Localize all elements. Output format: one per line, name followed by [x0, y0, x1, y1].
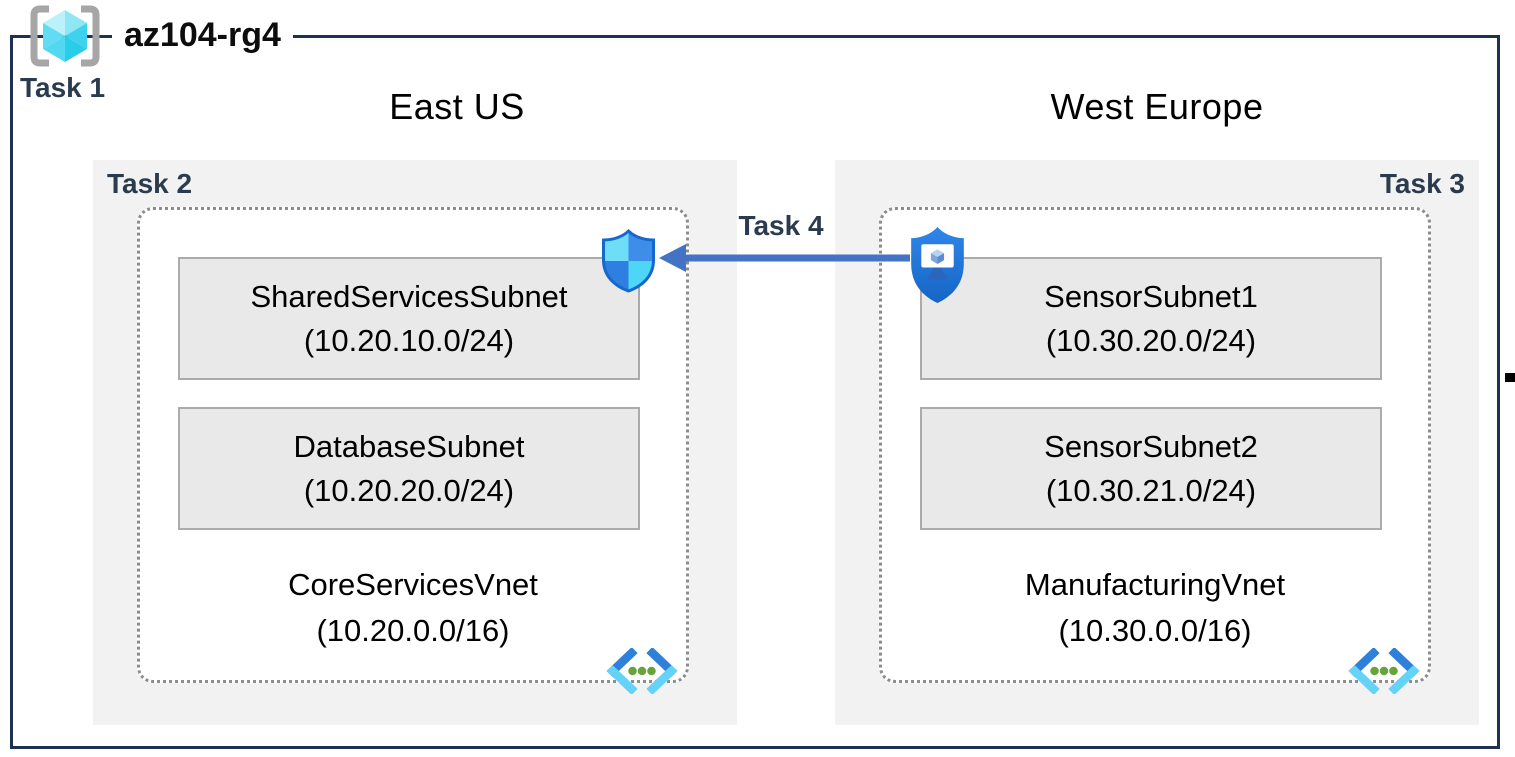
vnet-manufacturing: SensorSubnet1 (10.30.20.0/24) SensorSubn…: [879, 207, 1431, 694]
vnet-label: CoreServicesVnet (10.20.0.0/16): [140, 562, 686, 654]
task-1-label: Task 1: [20, 72, 106, 103]
vnet-cidr: (10.20.0.0/16): [316, 613, 510, 648]
subnet-cidr: (10.30.20.0/24): [1045, 322, 1257, 358]
vnet-cidr: (10.30.0.0/16): [1058, 613, 1252, 648]
region-title-east-us: East US: [389, 86, 525, 127]
shield-monitor-cube-icon: [911, 227, 964, 303]
vnet-label: ManufacturingVnet (10.30.0.0/16): [882, 562, 1428, 654]
task-3-label: Task 3: [1379, 168, 1465, 199]
subnet-cidr: (10.30.21.0/24): [1045, 472, 1257, 508]
subnet-name: SharedServicesSubnet: [250, 278, 568, 314]
region-title-west-europe: West Europe: [1050, 86, 1264, 127]
subnet-name: SensorSubnet2: [1044, 428, 1258, 464]
subnet-cidr: (10.20.10.0/24): [303, 322, 515, 358]
vnet-name: ManufacturingVnet: [1024, 567, 1286, 602]
peering-arrow-icon: [659, 244, 910, 272]
region-east-us: Task 2 SharedServicesSubnet (10.20.10.0/…: [93, 160, 737, 725]
virtual-network-icon: [1348, 648, 1420, 694]
vnet-coreservices: SharedServicesSubnet (10.20.10.0/24) Dat…: [137, 207, 689, 694]
vnet-name: CoreServicesVnet: [288, 567, 538, 602]
network-security-group-shield-icon: [602, 228, 655, 293]
virtual-network-icon: [606, 648, 678, 694]
subnet-cidr: (10.20.20.0/24): [303, 472, 515, 508]
subnet-sensor2: SensorSubnet2 (10.30.21.0/24): [920, 407, 1382, 530]
subnet-database: DatabaseSubnet (10.20.20.0/24): [178, 407, 640, 530]
edge-tick-mark: [1505, 373, 1515, 382]
subnet-name: DatabaseSubnet: [293, 428, 525, 464]
task-2-label: Task 2: [107, 168, 193, 199]
resource-group-title: az104-rg4: [112, 13, 293, 57]
resource-group-border: [10, 35, 1500, 749]
resource-group-icon: [30, 5, 100, 67]
subnet-sharedservices: SharedServicesSubnet (10.20.10.0/24): [178, 257, 640, 380]
subnet-name: SensorSubnet1: [1044, 278, 1258, 314]
task-4-label: Task 4: [738, 210, 824, 241]
subnet-sensor1: SensorSubnet1 (10.30.20.0/24): [920, 257, 1382, 380]
